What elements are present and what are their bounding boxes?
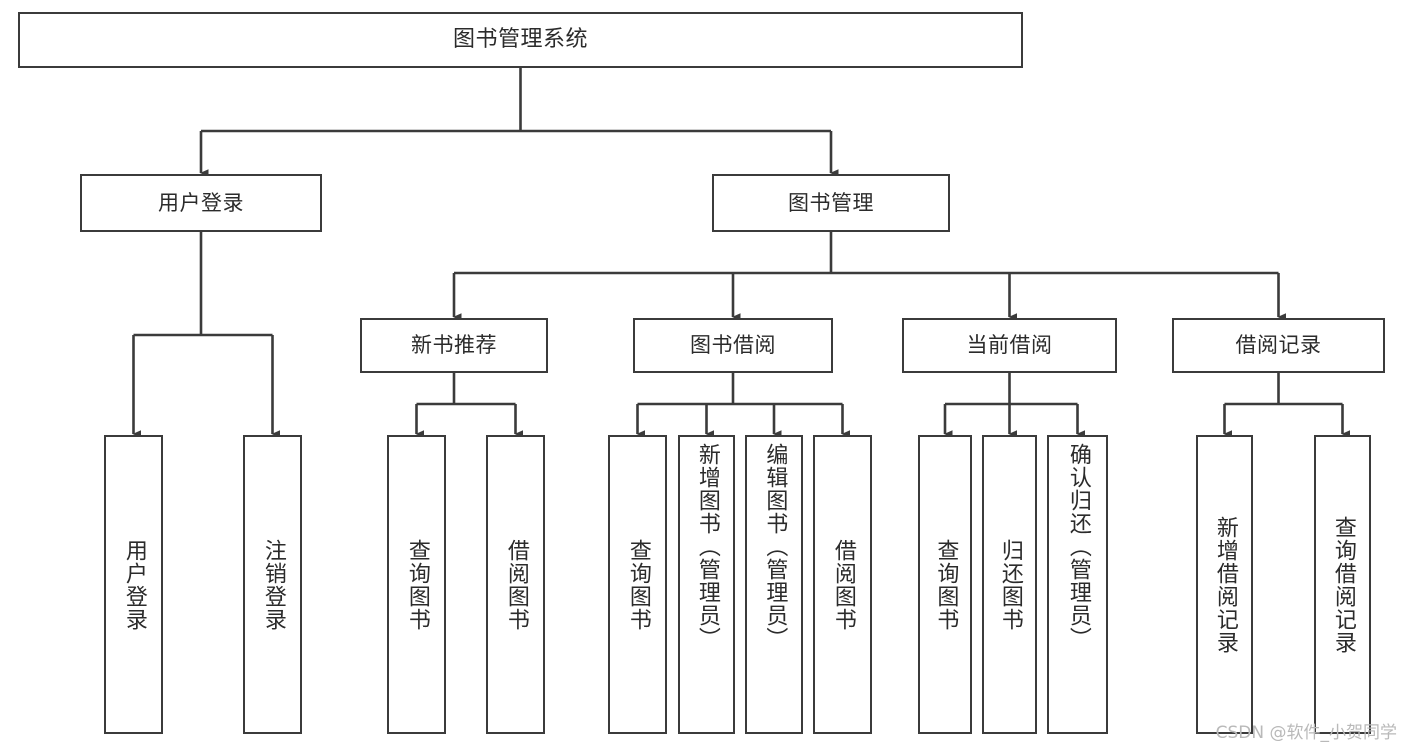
node-label: 新增图书（管理员） [694, 443, 720, 650]
watermark-text: CSDN @软件_小贺同学 [1215, 723, 1397, 743]
node-label: 编辑图书（管理员） [762, 443, 788, 650]
node-leaf_user_login[interactable]: 用户登录 [104, 435, 163, 734]
node-leaf_confirm_ret[interactable]: 确认归还（管理员） [1047, 435, 1108, 734]
node-label: 查询图书 [625, 538, 651, 631]
node-label: 确认归还（管理员） [1065, 443, 1091, 650]
node-book_manage[interactable]: 图书管理 [712, 174, 950, 232]
node-leaf_add_record[interactable]: 新增借阅记录 [1196, 435, 1253, 734]
node-root[interactable]: 图书管理系统 [18, 12, 1023, 68]
node-label: 借阅图书 [503, 538, 529, 631]
node-current_borrow[interactable]: 当前借阅 [902, 318, 1117, 373]
node-label: 借阅图书 [830, 538, 856, 631]
node-leaf_add_book[interactable]: 新增图书（管理员） [678, 435, 735, 734]
node-label: 查询图书 [404, 538, 430, 631]
node-leaf_query_book_1[interactable]: 查询图书 [387, 435, 446, 734]
node-leaf_edit_book[interactable]: 编辑图书（管理员） [745, 435, 803, 734]
node-leaf_logout[interactable]: 注销登录 [243, 435, 302, 734]
node-borrow_record[interactable]: 借阅记录 [1172, 318, 1385, 373]
node-label: 当前借阅 [966, 333, 1053, 358]
node-user_login[interactable]: 用户登录 [80, 174, 322, 232]
node-label: 用户登录 [158, 190, 244, 215]
node-label: 图书管理系统 [452, 27, 588, 53]
node-label: 查询借阅记录 [1330, 515, 1356, 654]
node-label: 归还图书 [997, 538, 1023, 631]
edge-group [132, 68, 1351, 438]
node-label: 借阅记录 [1235, 333, 1322, 358]
node-leaf_query_book_3[interactable]: 查询图书 [918, 435, 972, 734]
node-label: 图书借阅 [690, 333, 776, 358]
node-label: 图书管理 [788, 190, 874, 215]
node-label: 查询图书 [933, 538, 959, 631]
node-leaf_query_book_2[interactable]: 查询图书 [608, 435, 667, 734]
node-leaf_query_record[interactable]: 查询借阅记录 [1314, 435, 1371, 734]
node-label: 新书推荐 [411, 333, 497, 358]
node-leaf_borrow_book_1[interactable]: 借阅图书 [486, 435, 545, 734]
node-leaf_return_book[interactable]: 归还图书 [982, 435, 1037, 734]
node-label: 新增借阅记录 [1212, 515, 1238, 654]
node-leaf_borrow_book_2[interactable]: 借阅图书 [813, 435, 872, 734]
node-label: 注销登录 [260, 538, 286, 631]
node-book_borrow[interactable]: 图书借阅 [633, 318, 833, 373]
node-new_book_rec[interactable]: 新书推荐 [360, 318, 548, 373]
node-label: 用户登录 [121, 538, 147, 631]
